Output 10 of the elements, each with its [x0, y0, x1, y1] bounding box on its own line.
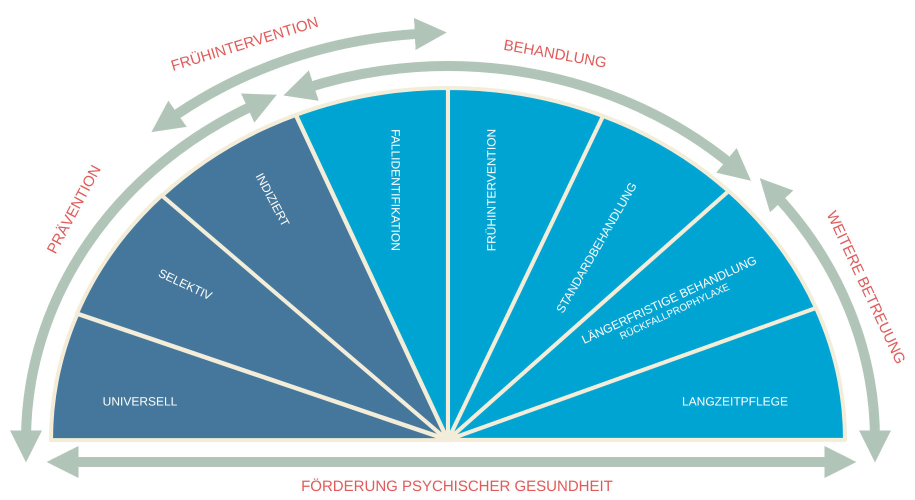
edge-label: FÖRDERUNG PSYCHISCHER GESUNDHEIT	[301, 476, 613, 497]
sector-label: UNIVERSELL	[102, 394, 178, 410]
double-arrow	[150, 18, 447, 132]
double-arrow	[46, 446, 856, 478]
double-arrow	[760, 177, 890, 462]
sector-label: FRÜHINTERVENTION	[484, 128, 500, 252]
double-arrow	[283, 61, 752, 180]
sector-label: FALLIDENTIFIKATION	[387, 129, 402, 251]
double-arrow	[10, 94, 276, 462]
sector-label: LANGZEITPFLEGE	[682, 394, 788, 410]
